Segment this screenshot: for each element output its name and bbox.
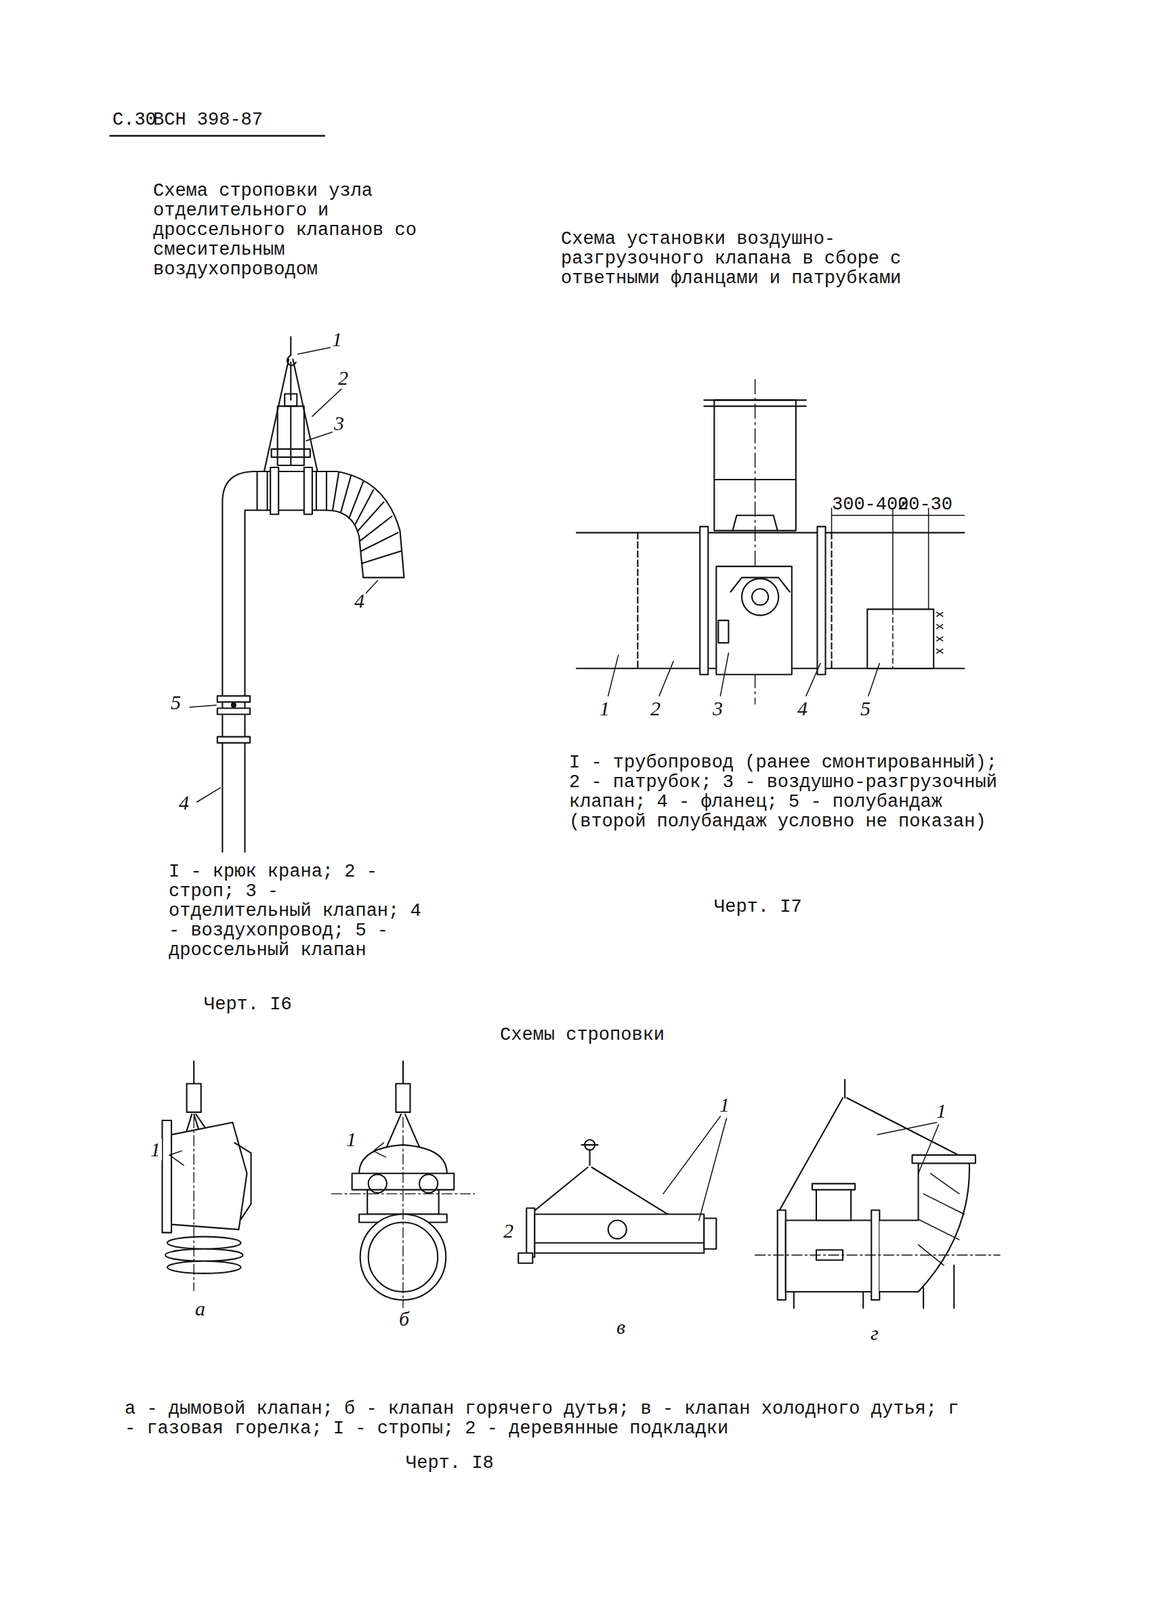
figure-title: Схемы строповки	[499, 1025, 665, 1046]
callout-number: 4	[352, 590, 366, 612]
header-rule	[110, 134, 325, 137]
figure-18d	[755, 1079, 1000, 1309]
callout-number: 3	[711, 697, 725, 720]
figure-caption: I - трубопровод (ранее смонтированный); …	[569, 753, 1011, 832]
figure-16	[189, 336, 404, 853]
figure-title: Схема установки воздушно-разгрузочного к…	[560, 229, 961, 289]
figure-18b	[331, 1061, 475, 1317]
figure-18c	[518, 1116, 727, 1264]
figure-title: Схема строповки узла отделительного и др…	[153, 181, 431, 280]
callout-number: 5	[858, 697, 872, 720]
figure-number: Черт. I6	[203, 995, 292, 1015]
view-letter: б	[397, 1308, 411, 1330]
dimension: 20-30	[897, 495, 953, 515]
callout-number: 1	[598, 697, 612, 720]
view-letter: в	[615, 1316, 627, 1338]
callout-number: 1	[330, 328, 344, 351]
callout-number: 2	[336, 367, 350, 389]
view-letter: г	[869, 1322, 880, 1345]
callout-number: 1	[718, 1094, 731, 1116]
figure-number: Черт. I8	[405, 1453, 494, 1474]
view-letter: а	[193, 1297, 207, 1320]
callout-number: 2	[501, 1220, 515, 1242]
callout-number: 4	[177, 791, 191, 814]
figure-caption: I - крюк крана; 2 - строп; 3 - отделител…	[168, 862, 427, 961]
page-number: С.30	[112, 110, 157, 131]
figure-18a	[161, 1061, 251, 1292]
figure-number: Черт. I7	[714, 897, 803, 918]
callout-number: 3	[332, 412, 346, 435]
callout-number: 1	[149, 1138, 162, 1161]
figure-caption: а - дымовой клапан; б - клапан горячего …	[124, 1399, 970, 1439]
figure-17	[576, 379, 964, 704]
callout-number: 2	[648, 697, 662, 720]
document-code: ВСН 398-87	[153, 110, 263, 131]
callout-number: 1	[934, 1100, 948, 1122]
callout-number: 4	[795, 697, 809, 720]
callout-number: 1	[344, 1128, 358, 1151]
dimension: 300-400	[831, 495, 909, 515]
callout-number: 5	[169, 691, 183, 714]
